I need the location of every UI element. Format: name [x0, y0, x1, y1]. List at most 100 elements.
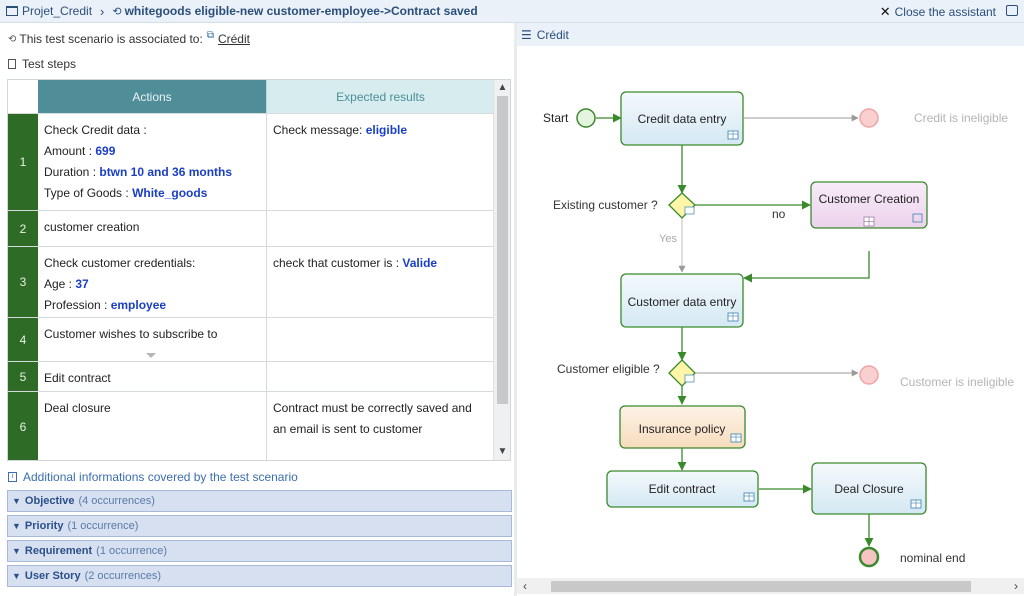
scroll-left-icon[interactable]: ‹ [523, 579, 527, 593]
task-label: Credit data entry [638, 112, 727, 126]
table-row[interactable]: 3 Check customer credentials: Age : 37 P… [8, 246, 494, 317]
expected-value: eligible [365, 123, 408, 137]
step-action[interactable]: Check Credit data : Amount : 699 Duratio… [38, 114, 266, 210]
close-assistant-label: Close the assistant [894, 5, 996, 19]
process-diagram-panel: ☰ Crédit [517, 23, 1024, 596]
expected-value: Valide [402, 256, 438, 270]
step-action[interactable]: Customer wishes to subscribe to [38, 318, 266, 361]
accordion-objective[interactable]: ▼ Objective (4 occurrences) [7, 490, 512, 512]
step-number: 2 [8, 211, 38, 246]
scenario-icon: ⟲ [112, 5, 122, 18]
step-number: 4 [8, 318, 38, 361]
scrollbar-thumb[interactable] [497, 96, 508, 404]
task-insurance-policy[interactable]: Insurance policy [619, 405, 746, 449]
accordion-label: Objective [24, 495, 75, 507]
diagram-title: Crédit [536, 27, 569, 42]
accordion-count: (2 occurrences) [84, 570, 161, 582]
end-event-customer-ineligible[interactable] [859, 365, 879, 385]
end-event-nominal[interactable] [858, 546, 880, 568]
action-label: Amount : [44, 144, 96, 158]
action-text: Customer wishes to subscribe to [44, 327, 218, 341]
end-event-credit-ineligible[interactable] [859, 108, 879, 128]
panel-toggle-icon[interactable] [1006, 5, 1018, 16]
yes-label: Yes [659, 233, 677, 245]
expected-label: Check message: [273, 123, 366, 137]
table-icon [684, 206, 695, 215]
table-row[interactable]: 6 Deal closure Contract must be correctl… [8, 391, 494, 460]
table-row[interactable]: 1 Check Credit data : Amount : 699 Durat… [8, 113, 494, 210]
step-expected[interactable] [266, 318, 494, 361]
scrollbar-thumb[interactable] [551, 581, 971, 592]
pane-splitter[interactable] [514, 23, 517, 596]
start-event[interactable] [576, 108, 596, 128]
breadcrumb-scenario[interactable]: whitegoods eligible-new customer-employe… [124, 4, 478, 18]
subprocess-customer-creation[interactable]: Customer Creation [810, 181, 928, 229]
action-value: 699 [95, 144, 116, 158]
expand-caret-icon[interactable] [146, 353, 156, 358]
task-deal-closure[interactable]: Deal Closure [811, 462, 927, 515]
step-expected[interactable] [266, 211, 494, 246]
task-label: Customer data entry [628, 295, 737, 309]
accordion-priority[interactable]: ▼ Priority (1 occurrence) [7, 515, 512, 537]
accordion-requirement[interactable]: ▼ Requirement (1 occurrence) [7, 540, 512, 562]
task-label: Customer Creation [819, 192, 920, 206]
step-expected[interactable]: Check message: eligible [266, 114, 494, 210]
step-expected[interactable]: Contract must be correctly saved and an … [266, 392, 494, 460]
flow-creation-to-data-entry [743, 251, 870, 283]
association-line: ⟲ This test scenario is associated to: ⧉… [8, 30, 250, 47]
step-action[interactable]: customer creation [44, 220, 140, 234]
bpmn-diagram: Start Credit data entry Credit is inelig… [543, 91, 1014, 568]
no-label: no [772, 207, 786, 221]
document-icon [8, 59, 16, 69]
step-expected[interactable] [266, 362, 494, 391]
existing-customer-label: Existing customer ? [553, 198, 658, 212]
accordion-label: Requirement [24, 545, 93, 557]
task-label: Edit contract [649, 482, 716, 496]
action-label: Age : [44, 277, 76, 291]
step-number: 5 [8, 362, 38, 391]
column-header-actions: Actions [38, 80, 266, 113]
task-credit-data-entry[interactable]: Credit data entry [620, 91, 744, 146]
diagram-horizontal-scrollbar[interactable]: ‹ › [517, 578, 1024, 594]
accordion-label: Priority [24, 520, 64, 532]
task-edit-contract[interactable]: Edit contract [606, 470, 759, 508]
action-value: btwn 10 and 36 months [99, 165, 233, 179]
top-bar: Projet_Credit › ⟲ whitegoods eligible-ne… [0, 0, 1024, 23]
step-action[interactable]: Deal closure [44, 401, 111, 415]
scroll-up-icon[interactable]: ▲ [497, 82, 508, 93]
menu-icon[interactable]: ☰ [521, 27, 532, 42]
action-value: 37 [75, 277, 89, 291]
chevron-down-icon: ▼ [12, 521, 21, 531]
test-scenario-panel: ⟲ This test scenario is associated to: ⧉… [0, 23, 514, 596]
scroll-down-icon[interactable]: ▼ [497, 446, 508, 457]
accordion-user-story[interactable]: ▼ User Story (2 occurrences) [7, 565, 512, 587]
sequence-flows [596, 113, 874, 547]
table-row[interactable]: 2 customer creation [8, 210, 494, 246]
customer-eligible-label: Customer eligible ? [557, 362, 660, 376]
step-number: 1 [8, 114, 38, 210]
action-text: Check customer credentials: [44, 256, 196, 270]
scenario-icon: ⟲ [8, 33, 17, 45]
chevron-down-icon: ▼ [12, 571, 21, 581]
step-action[interactable]: Edit contract [44, 371, 111, 385]
close-assistant-button[interactable]: ✕ Close the assistant [880, 4, 996, 20]
task-customer-data-entry[interactable]: Customer data entry [620, 273, 744, 328]
scroll-right-icon[interactable]: › [1014, 579, 1018, 593]
step-action[interactable]: Check customer credentials: Age : 37 Pro… [38, 247, 266, 317]
linked-process-icon [912, 213, 923, 223]
step-expected[interactable]: check that customer is : Valide [266, 247, 494, 317]
breadcrumb-project[interactable]: Projet_Credit [22, 4, 93, 18]
project-icon [6, 6, 18, 16]
gateway-existing-customer[interactable] [668, 192, 696, 219]
gateway-customer-eligible[interactable] [668, 359, 696, 387]
table-row[interactable]: 5 Edit contract [8, 361, 494, 391]
action-text: Check Credit data : [44, 123, 147, 137]
diagram-header: ☰ Crédit [517, 23, 1024, 46]
nominal-end-label: nominal end [900, 551, 965, 565]
column-header-expected: Expected results [266, 80, 494, 113]
table-row[interactable]: 4 Customer wishes to subscribe to [8, 317, 494, 361]
action-value: White_goods [132, 186, 208, 200]
association-link[interactable]: Crédit [217, 32, 250, 46]
additional-info-label: Additional informations covered by the t… [23, 470, 298, 484]
table-vertical-scrollbar[interactable]: ▲ ▼ [493, 80, 510, 460]
